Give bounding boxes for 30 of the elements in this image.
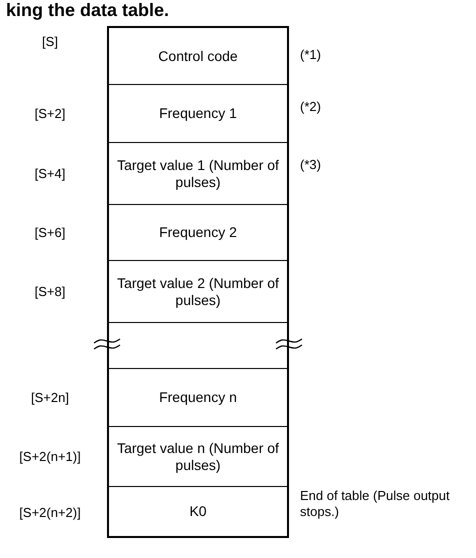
address-label: [S+8] — [34, 284, 66, 298]
heading: king the data table. — [6, 0, 170, 21]
table-row — [107, 26, 289, 84]
table-row — [107, 84, 289, 142]
table-row — [107, 260, 289, 322]
note-text: (*1) — [300, 47, 322, 63]
cell-text: K0 — [188, 503, 208, 520]
address-label: [S+2(n+2)] — [18, 504, 82, 520]
cell-text: Target value n (Number of pulses) — [116, 440, 280, 474]
table-row — [107, 426, 289, 486]
table-row — [107, 204, 289, 260]
omitted-rows — [107, 322, 289, 368]
address-label: [S] — [41, 34, 59, 48]
note-text: (*3) — [300, 157, 322, 173]
cell-text: Control code — [157, 48, 239, 64]
note-text: (*2) — [300, 99, 322, 115]
address-label: [S+2n] — [30, 390, 70, 404]
address-label: [S+6] — [34, 224, 66, 240]
table-row — [107, 486, 289, 538]
cell-text: Target value 1 (Number of pulses) — [116, 156, 280, 190]
address-label: [S+2] — [34, 106, 66, 120]
address-label: [S+4] — [34, 166, 66, 180]
cell-text: Frequency n — [158, 389, 238, 406]
note-text: End of table (Pulse output stops.) — [300, 488, 451, 520]
cell-text: Frequency 1 — [158, 105, 238, 122]
address-label: [S+2(n+1)] — [18, 448, 82, 464]
cell-text: Target value 2 (Number of pulses) — [116, 274, 280, 308]
table-row — [107, 368, 289, 426]
table-row — [107, 142, 289, 204]
cell-text: Frequency 2 — [158, 224, 238, 241]
